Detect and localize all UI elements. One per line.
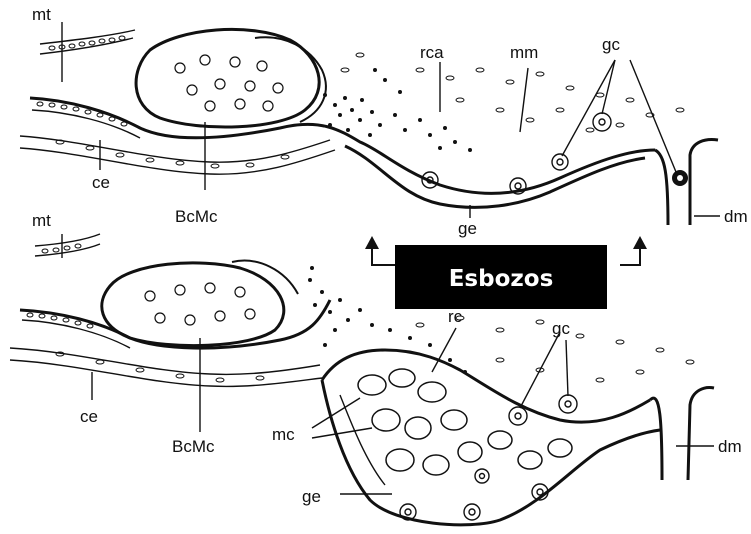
label-mt-bottom: mt: [32, 211, 51, 230]
bottom-panel: mt ce BcMc rc gc mc ge dm: [10, 211, 742, 525]
label-gc-bottom: gc: [552, 319, 570, 338]
label-ge-top: ge: [458, 219, 477, 238]
label-dm-bottom: dm: [718, 437, 742, 456]
label-rca: rca: [420, 43, 444, 62]
ge-cells-top: [422, 113, 611, 194]
top-panel: mt ce BcMc rca mm gc ge dm: [20, 5, 748, 238]
label-mm: mm: [510, 43, 538, 62]
label-gc-top: gc: [602, 35, 620, 54]
banner-label: Esbozos: [449, 266, 554, 292]
label-rc: rc: [448, 307, 463, 326]
label-mc: mc: [272, 425, 295, 444]
label-bcmc-top: BcMc: [175, 207, 218, 226]
bcmc-cells-top: [175, 55, 283, 111]
esbozos-banner: Esbozos: [395, 245, 607, 309]
label-ce-top: ce: [92, 173, 110, 192]
label-bcmc-bottom: BcMc: [172, 437, 215, 456]
label-dm-top: dm: [724, 207, 748, 226]
label-mt-top: mt: [32, 5, 51, 24]
label-ge-bottom: ge: [302, 487, 321, 506]
mc-cells: [358, 369, 572, 475]
rca-dots-top: [323, 68, 472, 152]
label-ce-bottom: ce: [80, 407, 98, 426]
